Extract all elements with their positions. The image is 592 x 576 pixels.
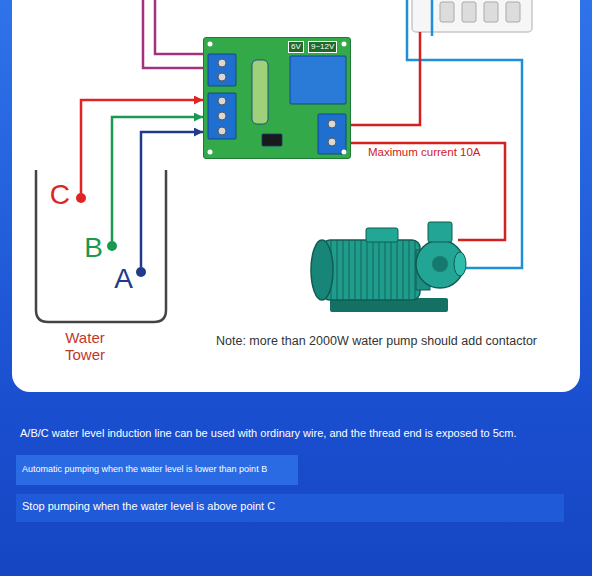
power-wire (348, 32, 420, 125)
pump-hub (432, 256, 448, 272)
tower-wall (36, 170, 166, 322)
terminal-screw (218, 112, 226, 120)
tower-label: Water Tower (54, 330, 116, 363)
mount-hole (342, 150, 347, 155)
mount-hole (208, 42, 213, 47)
terminal-screw (218, 97, 226, 105)
note-band (16, 455, 298, 485)
device-socket (506, 2, 520, 22)
device-socket (462, 2, 476, 22)
voltage-label: 9~12V (308, 41, 337, 53)
terminal-block (318, 114, 346, 154)
ic-chip (262, 134, 282, 146)
terminal-screw (328, 138, 336, 146)
relay (290, 56, 346, 104)
stop-rule: Stop pumping when the water level is abo… (22, 500, 275, 513)
level-probe: B (107, 241, 117, 251)
power-wire (348, 143, 505, 240)
device-socket (440, 2, 454, 22)
probe-letter: C (50, 181, 70, 209)
terminal-box (366, 228, 398, 242)
terminal-screw (328, 120, 336, 128)
terminal-screw (218, 73, 226, 81)
probe-wire (112, 117, 203, 241)
pump-motor (322, 240, 420, 300)
device-socket (484, 2, 498, 22)
power-wire (431, 0, 434, 36)
probe-letter: A (114, 265, 133, 293)
relay-board-art (204, 38, 350, 158)
supply-wire (155, 0, 206, 54)
probe-letter: B (84, 234, 103, 262)
voltage-label: 6V (288, 41, 304, 53)
water-pump (311, 222, 466, 312)
current-note: Maximum current 10A (368, 146, 480, 160)
capacitor (252, 60, 268, 124)
device-body (412, 0, 532, 32)
level-probe: C (76, 193, 86, 203)
terminal-screw (218, 127, 226, 135)
note-band (16, 494, 564, 522)
socket-device (412, 0, 532, 32)
supply-wire (143, 0, 206, 68)
probe-wire (141, 132, 203, 267)
mount-hole (342, 42, 347, 47)
water-tower: Water TowerCBA (30, 168, 172, 373)
start-rule: Automatic pumping when the water level i… (22, 464, 267, 475)
contactor-note: Note: more than 2000W water pump should … (216, 334, 537, 349)
pump-outlet (428, 222, 452, 242)
supply-wire (143, 0, 206, 68)
terminal-block (208, 93, 236, 139)
relay-board: 6V 9~12V (203, 37, 351, 159)
terminal-block (208, 54, 236, 86)
power-wire (348, 0, 522, 268)
motor-end-cap (311, 240, 333, 300)
white-panel (12, 0, 580, 392)
terminal-screw (218, 59, 226, 67)
level-probe: A (136, 267, 146, 277)
mount-hole (208, 150, 213, 155)
wiring-note: A/B/C water level induction line can be … (20, 427, 517, 440)
pump-inlet (454, 252, 466, 276)
